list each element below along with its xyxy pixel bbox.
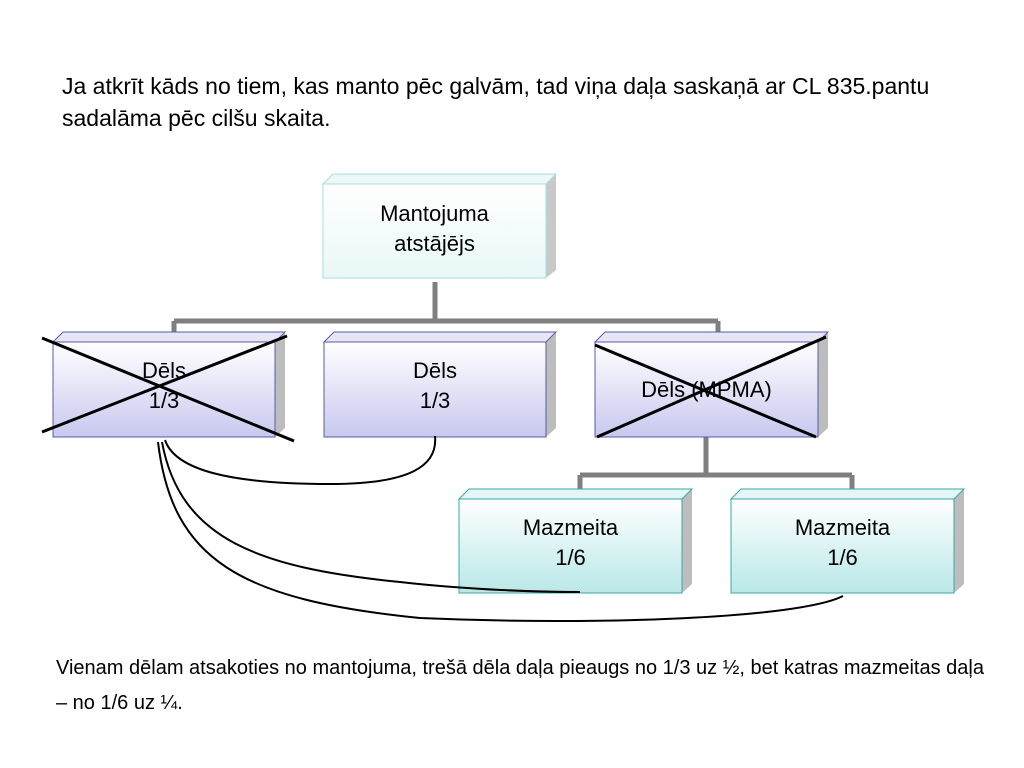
intro-text: Ja atkrīt kāds no tiem, kas manto pēc ga…: [62, 73, 930, 131]
son-2-name: Dēls: [412, 358, 457, 383]
son-2-share: 1/3: [419, 388, 451, 413]
son-1-crossed-out-mark: [41, 334, 295, 443]
curve-son1-to-granddaughter2: [157, 441, 844, 623]
curve-son1-to-son2: [164, 435, 437, 486]
root-label-line1: Mantojuma: [380, 201, 489, 226]
granddaughter-1-name: Mazmeita: [522, 515, 619, 540]
son-1-label: Dēls 1/3: [53, 352, 275, 420]
son-3-name: Dēls (MPMA): [641, 377, 772, 402]
granddaughter-box-1: [457, 488, 694, 594]
son-3-label: Dēls (MPMA): [595, 370, 818, 410]
granddaughter-2-name: Mazmeita: [794, 515, 891, 540]
inheritance-curves: [157, 435, 844, 623]
tree-connectors: [171, 282, 855, 489]
curve-son1-to-granddaughter1: [161, 441, 581, 593]
son-1-share: 1/3: [148, 388, 180, 413]
root-box-label: Mantojuma atstājējs: [323, 190, 546, 268]
root-label-line2: atstājējs: [394, 231, 475, 256]
root-box: [321, 173, 558, 279]
granddaughter-2-label: Mazmeita 1/6: [731, 509, 954, 577]
granddaughter-box-2: [729, 488, 966, 594]
son-3-crossed-out-mark: [594, 335, 827, 439]
footer-text: Vienam dēlam atsakoties no mantojuma, tr…: [56, 657, 984, 714]
son-1-name: Dēls: [141, 358, 186, 383]
son-2-label: Dēls 1/3: [324, 352, 546, 420]
son-box-2: [322, 331, 558, 438]
granddaughter-1-share: 1/6: [555, 545, 586, 570]
granddaughter-2-share: 1/6: [827, 545, 858, 570]
granddaughter-1-label: Mazmeita 1/6: [459, 509, 682, 577]
